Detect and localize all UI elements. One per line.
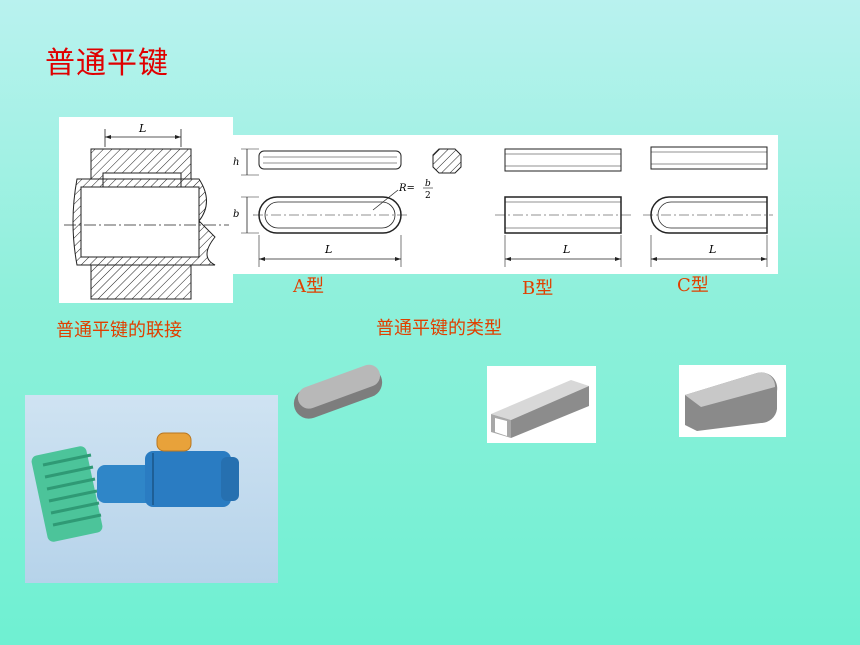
connection-caption: 普通平键的联接 [56, 320, 182, 341]
type-b-length-label: L [562, 243, 570, 256]
dimension-label-b: b [233, 209, 239, 220]
round-key-render [293, 364, 383, 419]
assembly-section-svg: L [64, 122, 229, 300]
type-a-drawing: R= b 2 L [253, 150, 433, 267]
type-c-length-label: L [708, 243, 716, 256]
radius-numerator: b [425, 179, 431, 189]
single-round-key-render [685, 372, 778, 431]
type-b-drawing: L [495, 148, 631, 267]
type-c-3d-key [679, 365, 786, 437]
key-types-drawing: h b R= b 2 L [233, 135, 778, 274]
type-b-label: B型 [522, 278, 554, 299]
types-caption: 普通平键的类型 [376, 318, 502, 339]
type-b-3d-key [487, 366, 596, 443]
type-c-drawing: L [643, 146, 773, 267]
type-a-label: A型 [293, 276, 324, 297]
key-shape [156, 432, 192, 452]
type-c-label: C型 [677, 275, 709, 296]
type-a-length-label: L [324, 243, 332, 256]
radius-formula: R= [398, 183, 415, 194]
key-connection-drawing: L [59, 117, 233, 303]
gear-shape [31, 446, 103, 542]
type-a-3d-key [288, 360, 388, 430]
dimension-label-h: h [233, 157, 239, 168]
key-types-svg: h b R= b 2 L [233, 146, 773, 267]
slide-title: 普通平键 [45, 46, 169, 81]
radius-denominator: 2 [425, 191, 431, 201]
assembly-3d-image [25, 395, 278, 583]
dimension-label-l: L [138, 122, 146, 135]
gear-shaft-render [31, 432, 239, 542]
key-section-view [432, 148, 462, 174]
square-key-render [491, 380, 589, 438]
shaft-shape [97, 451, 239, 507]
